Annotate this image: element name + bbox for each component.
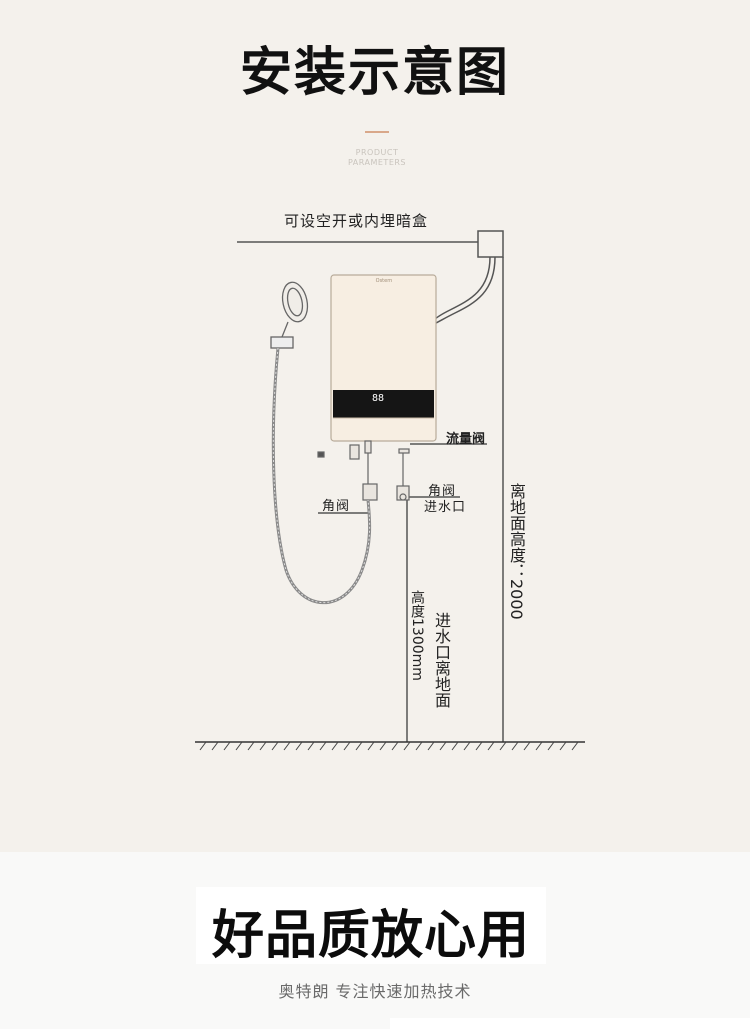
- flow-valve-label: 流量阀: [446, 432, 486, 447]
- water-heater: [330, 274, 437, 442]
- installation-diagram: [195, 230, 585, 751]
- angle-valve-right-label: 角阀: [428, 484, 457, 499]
- junction-box-label: 可设空开或内埋暗盒: [284, 212, 429, 230]
- subtitle-line-1: PRODUCT: [355, 148, 399, 157]
- angle-valve-left-label: 角阀: [322, 499, 351, 514]
- slogan-box: [196, 887, 546, 964]
- slogan: 好品质放心用: [211, 906, 530, 966]
- height-left-prefix: 高度1300mm: [409, 590, 425, 681]
- power-cable: [433, 256, 491, 321]
- valve-fittings: [317, 440, 410, 501]
- accent-divider: [365, 131, 389, 133]
- ground-hatching: [199, 741, 579, 751]
- display-readout: 88: [372, 393, 385, 404]
- height-right-label: 离地面高度：2000: [507, 483, 526, 620]
- height-left-label: 进水口离地面: [432, 612, 451, 708]
- water-inlet-label: 进水口: [424, 500, 467, 515]
- page-subtitle: PRODUCT PARAMETERS: [0, 148, 750, 168]
- shower-head-icon: [281, 281, 309, 323]
- junction-box: [477, 230, 504, 258]
- subtitle-line-2: PARAMETERS: [347, 158, 407, 167]
- brand-tagline: 奥特朗 专注快速加热技术: [278, 982, 472, 1001]
- shower-assembly: [270, 281, 372, 605]
- page-title: 安装示意图: [239, 43, 510, 103]
- display-panel: [333, 390, 434, 418]
- heater-logo: Ostern: [375, 278, 393, 284]
- corner-patch: [390, 1018, 750, 1029]
